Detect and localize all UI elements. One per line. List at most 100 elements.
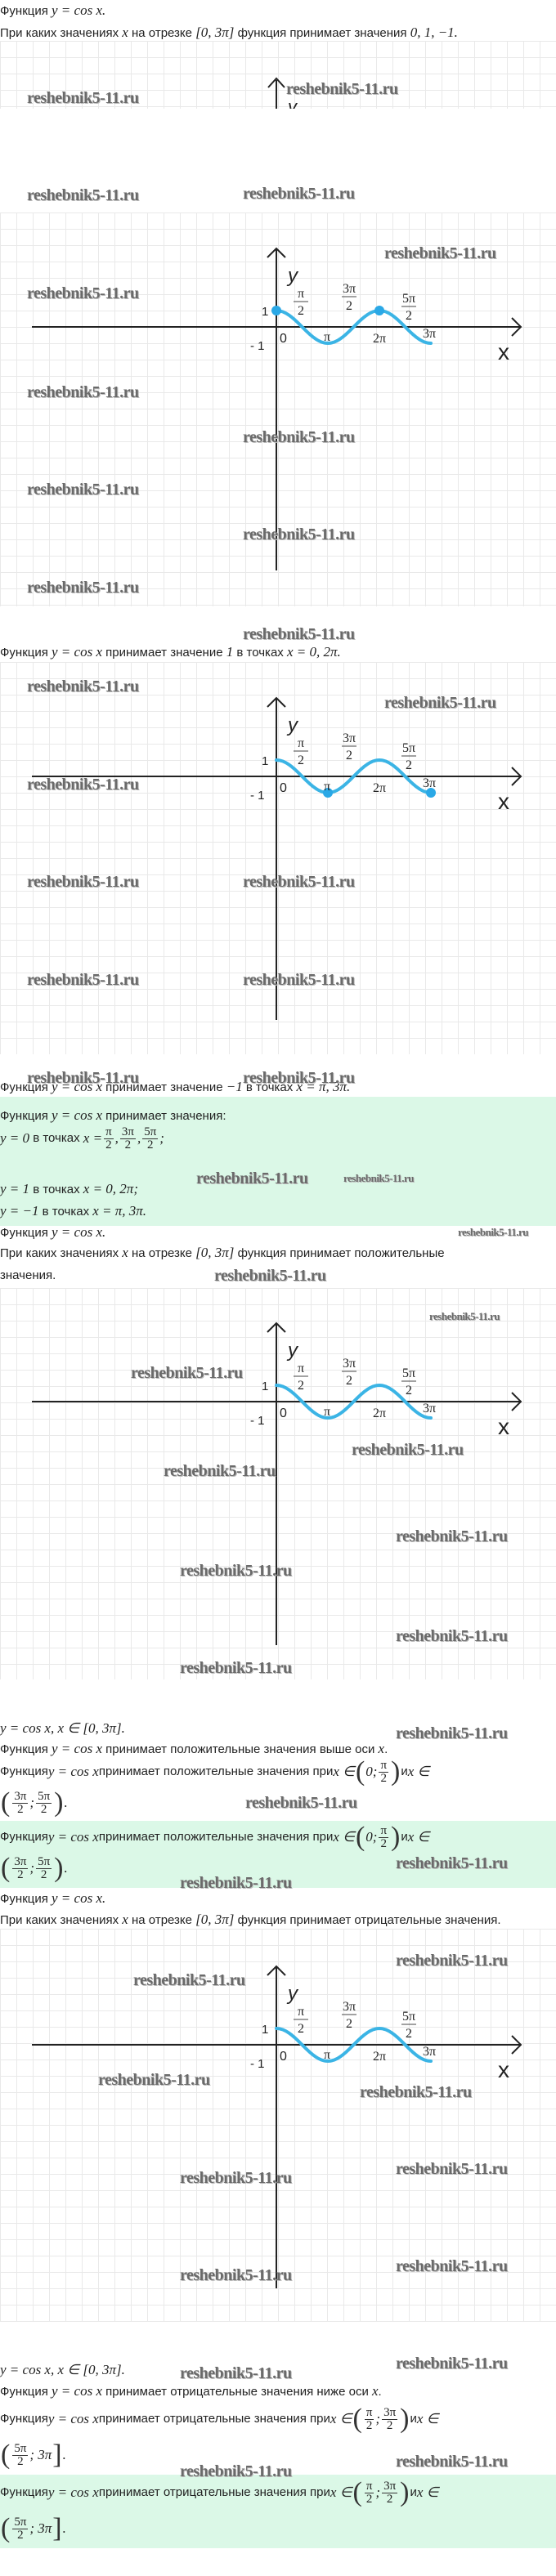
watermark: reshebnik5-11.ru — [384, 244, 496, 262]
x-tick-numerator: 5π — [402, 1366, 415, 1380]
function-statement: Функция y = cos x. — [0, 1224, 105, 1241]
function-statement: Функция y = cos x. — [0, 1890, 105, 1907]
y-tick-label: - 1 — [250, 1414, 265, 1428]
watermark: reshebnik5-11.ru — [27, 776, 139, 794]
function-domain: y = cos x, x ∈ [0, 3π]. — [0, 1720, 125, 1736]
interval-line: Функция y = cos x принимает положительны… — [0, 1822, 429, 1852]
watermark: reshebnik5-11.ru — [360, 2083, 472, 2101]
math: x ∈ — [416, 2411, 439, 2426]
watermark: reshebnik5-11.ru — [214, 1267, 326, 1285]
x-axis-arrow-icon — [511, 2035, 522, 2055]
text: на отрезке — [128, 1913, 196, 1927]
x-tick-denominator: 2 — [346, 2017, 352, 2031]
math: ; — [375, 2484, 381, 2500]
paren: ) — [400, 2404, 410, 2434]
math: x = π, 3π. — [92, 1203, 147, 1219]
y-tick-label: 1 — [262, 2023, 268, 2037]
x-tick-label: π — [324, 330, 330, 344]
x-tick-label: π — [324, 2048, 330, 2062]
math: x = 0, 2π. — [286, 644, 341, 660]
math: x ∈ — [333, 1829, 355, 1845]
cos-curve — [275, 758, 433, 795]
y-axis-arrow-icon — [267, 1322, 286, 1333]
watermark: reshebnik5-11.ru — [27, 383, 139, 401]
watermark: reshebnik5-11.ru — [27, 971, 139, 989]
math: y = −1 — [0, 1203, 39, 1219]
text: Функция — [0, 2412, 48, 2426]
math: ; — [29, 2520, 35, 2536]
statement-value-minus-1: Функция y = cos x принимает значение −1 … — [0, 1079, 350, 1095]
watermark: reshebnik5-11.ru — [27, 89, 139, 107]
text: функция принимает значения — [234, 26, 410, 40]
watermark: reshebnik5-11.ru — [196, 1169, 308, 1187]
highlighted-point — [374, 306, 384, 315]
text: Функция — [0, 1764, 48, 1778]
statement-value-1: Функция y = cos x принимает значение 1 в… — [0, 644, 341, 660]
math: y = cos x — [52, 2383, 102, 2399]
watermark: reshebnik5-11.ru — [180, 2169, 292, 2187]
denominator: 2 — [124, 1138, 132, 1152]
y-axis-label: y — [286, 1983, 299, 2005]
x-tick-numerator: π — [298, 736, 304, 750]
watermark: reshebnik5-11.ru — [27, 873, 139, 891]
x-axis-label: x — [498, 789, 509, 814]
question-continued: значения. — [0, 1268, 56, 1282]
x-tick-label: 2π — [373, 332, 386, 346]
math: [0, 3π] — [195, 25, 235, 40]
numerator: 3π — [12, 1854, 29, 1869]
denominator: 2 — [40, 1802, 47, 1816]
x-tick-numerator: 5π — [402, 2010, 415, 2024]
highlighted-point — [323, 788, 333, 798]
x-tick-numerator: 3π — [343, 731, 356, 745]
math: y = cos x — [52, 1741, 102, 1756]
text: в точках — [233, 646, 287, 660]
denominator: 2 — [386, 2418, 393, 2432]
y-axis-label: y — [286, 1339, 299, 1362]
y-axis-label: y — [286, 714, 299, 736]
text: Функция — [0, 1830, 48, 1844]
watermark: reshebnik5-11.ru — [180, 1562, 292, 1580]
math: y = cos x — [52, 1107, 102, 1123]
math: y = cos x — [52, 1079, 102, 1094]
text: и — [410, 2485, 417, 2499]
negative-interval-statement: Функция y = cos x принимает отрицательны… — [0, 2404, 556, 2470]
x-tick-numerator: 3π — [343, 282, 356, 296]
numerator: 3π — [12, 1789, 29, 1804]
y-tick-label: 1 — [262, 1380, 268, 1393]
paren: ( — [352, 2404, 362, 2434]
watermark: reshebnik5-11.ru — [27, 186, 139, 204]
x-tick-numerator: π — [298, 1362, 304, 1375]
bracket: ] — [52, 2440, 62, 2470]
cos-curve — [275, 2026, 433, 2064]
text: Функция — [0, 1892, 52, 1906]
math: −1 — [226, 1079, 243, 1094]
math: . — [62, 2520, 66, 2536]
paren: ) — [54, 1787, 64, 1818]
x-tick-numerator: 5π — [402, 292, 415, 306]
math: . — [62, 2447, 66, 2462]
x-tick-numerator: 3π — [343, 1357, 356, 1371]
function-domain: y = cos x, x ∈ [0, 3π]. — [0, 2362, 125, 2377]
graph-strip: y — [0, 41, 556, 109]
answer-box-1: Функция y = cos x принимает значения: y … — [0, 1097, 556, 1226]
math: 3π — [38, 2447, 52, 2462]
math: 0, 1, −1. — [410, 25, 458, 40]
text: в точках — [29, 1183, 83, 1196]
y-tick-label: - 1 — [250, 789, 265, 803]
denominator: 2 — [17, 1802, 24, 1816]
statement-below-axis: Функция y = cos x принимает отрицательны… — [0, 2383, 382, 2399]
text: . — [384, 1742, 388, 1756]
x-tick-label: 0 — [280, 781, 287, 795]
math: x ∈ — [407, 1764, 430, 1779]
x-tick-numerator: 5π — [402, 741, 415, 755]
text: Функция — [0, 1109, 52, 1123]
numerator: 3π — [382, 2479, 398, 2493]
text: Функция — [0, 1742, 52, 1756]
question: При каких значениях x на отрезке [0, 3π]… — [0, 1245, 445, 1261]
statement-above-axis: Функция y = cos x принимает положительны… — [0, 1741, 388, 1757]
